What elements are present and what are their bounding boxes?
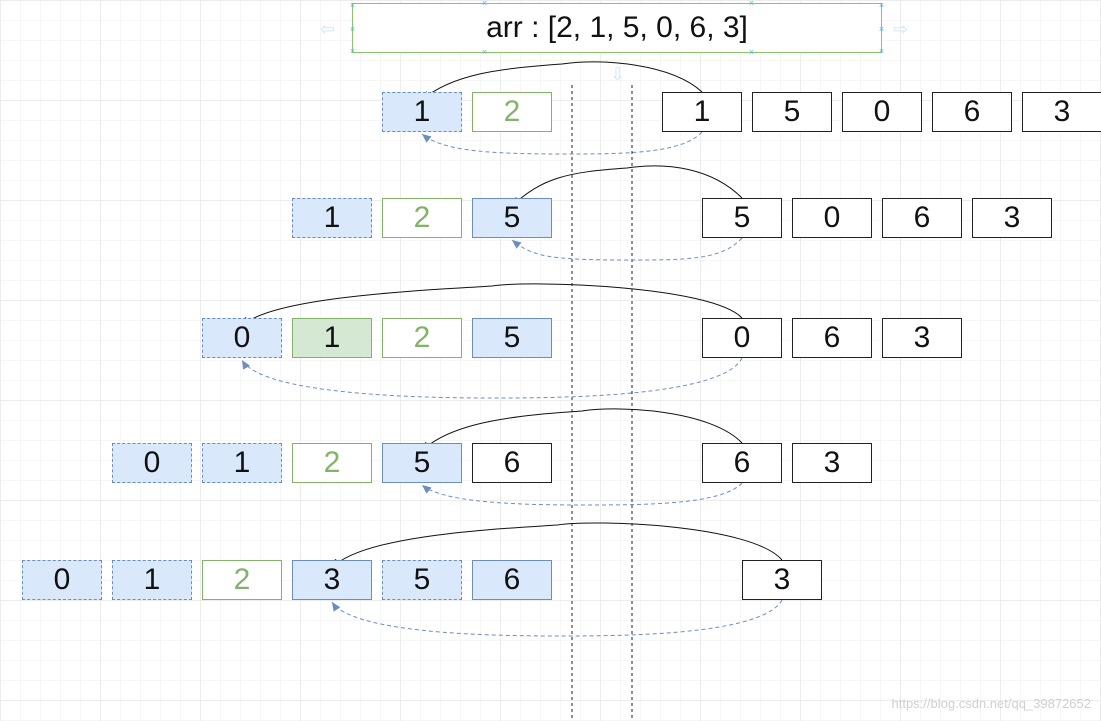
handle-icon[interactable]: ×	[349, 46, 356, 56]
handle-icon[interactable]: ×	[878, 46, 885, 56]
unsorted-cell: 3	[792, 443, 872, 483]
sorted-cell: 2	[202, 560, 282, 600]
sorted-cell: 1	[292, 198, 372, 238]
sorted-cell: 2	[382, 318, 462, 358]
unsorted-cell: 6	[792, 318, 872, 358]
insert-arrow	[421, 482, 743, 506]
sorted-cell: 5	[472, 318, 552, 358]
unsorted-cell: 3	[972, 198, 1052, 238]
sorted-cell: 2	[292, 443, 372, 483]
sorted-cell: 5	[382, 560, 462, 600]
move-arrow	[421, 61, 703, 101]
sorted-cell: 2	[472, 92, 552, 132]
handle-icon[interactable]: ×	[349, 24, 356, 34]
unsorted-cell: 1	[662, 92, 742, 132]
unsorted-cell: 6	[882, 198, 962, 238]
unsorted-cell: 3	[882, 318, 962, 358]
sorted-cell: 0	[112, 443, 192, 483]
handle-icon[interactable]: ×	[748, 47, 755, 57]
insert-arrow	[241, 357, 743, 399]
unsorted-cell: 6	[932, 92, 1012, 132]
sorted-cell: 1	[202, 443, 282, 483]
unsorted-cell: 0	[702, 318, 782, 358]
move-arrow	[511, 165, 743, 207]
move-arrow	[421, 408, 743, 452]
sorted-cell: 1	[292, 318, 372, 358]
handle-icon[interactable]: ×	[878, 24, 885, 34]
sorted-cell: 6	[472, 560, 552, 600]
sorted-cell: 0	[22, 560, 102, 600]
right-arrow-icon[interactable]: ⇨	[893, 19, 909, 39]
sorted-cell: 3	[292, 560, 372, 600]
move-arrow	[241, 283, 743, 327]
handle-icon[interactable]: ×	[878, 0, 885, 10]
insert-arrow	[331, 599, 783, 637]
left-arrow-icon[interactable]: ⇦	[320, 19, 336, 39]
insert-arrow	[511, 237, 743, 261]
connector-group	[241, 61, 783, 637]
unsorted-cell: 6	[702, 443, 782, 483]
array-title: arr : [2, 1, 5, 0, 6, 3]	[352, 3, 882, 53]
unsorted-cell: 0	[792, 198, 872, 238]
insert-arrow	[421, 131, 703, 155]
handle-icon[interactable]: ×	[748, 0, 755, 8]
sorted-cell: 0	[202, 318, 282, 358]
array-title-text: arr : [2, 1, 5, 0, 6, 3]	[486, 11, 748, 44]
move-arrow	[331, 522, 783, 569]
unsorted-cell: 3	[742, 560, 822, 600]
sorted-cell: 6	[472, 443, 552, 483]
sorted-cell: 5	[472, 198, 552, 238]
unsorted-cell: 5	[752, 92, 832, 132]
unsorted-cell: 3	[1022, 92, 1101, 132]
sorted-cell: 2	[382, 198, 462, 238]
sorted-cell: 1	[112, 560, 192, 600]
sorted-cell: 5	[382, 443, 462, 483]
handle-icon[interactable]: ×	[349, 0, 356, 10]
sorted-cell: 1	[382, 92, 462, 132]
watermark: https://blog.csdn.net/qq_39872652	[891, 696, 1092, 711]
down-arrow-icon[interactable]: ⇩	[610, 64, 626, 84]
handle-icon[interactable]: ×	[481, 0, 488, 8]
unsorted-cell: 5	[702, 198, 782, 238]
handle-icon[interactable]: ×	[481, 47, 488, 57]
unsorted-cell: 0	[842, 92, 922, 132]
